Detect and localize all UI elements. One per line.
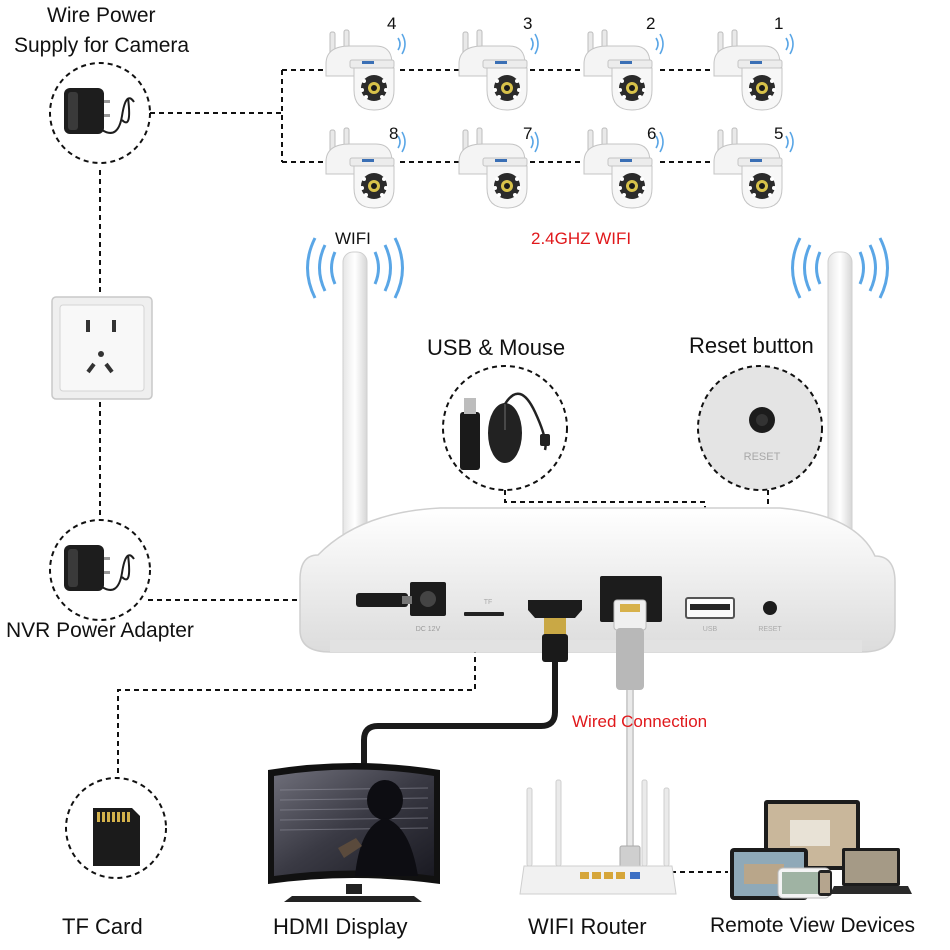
tf-card-zoom [65,777,167,879]
camera-number-1: 1 [774,14,784,33]
nvr-antenna-right [791,237,889,583]
camera-number-3: 3 [523,14,533,33]
usb-mouse-label: USB & Mouse [427,335,566,360]
dashed-links [99,69,769,873]
nvr-power-adapter [49,519,151,621]
wire-power-label-line1: Wire Power [47,4,156,27]
nvr-recorder: DC 12V TF USB RESET [299,507,896,875]
camera-1 [713,29,794,111]
wire-power-label-line2: Supply for Camera [14,34,190,57]
remote-view-devices-label: Remote View Devices [710,914,916,937]
wifi-router [519,779,677,895]
camera-number-7: 7 [523,124,533,143]
reset-button-label: Reset button [689,333,814,358]
camera-2 [583,29,664,111]
wifi-band-label: 2.4GHZ WIFI [531,229,632,248]
camera-number-6: 6 [647,124,657,143]
camera-number-8: 8 [389,124,399,143]
wall-socket [51,296,153,400]
hdmi-monitor [268,763,440,902]
camera-3 [458,29,539,111]
camera-power-adapter [49,62,151,164]
usb-mouse-zoom [442,365,568,491]
nvr-power-adapter-label: NVR Power Adapter [6,619,194,642]
wired-connection-label: Wired Connection [572,712,708,731]
wifi-router-label: WIFI Router [528,914,647,939]
usb-port-label: USB [703,626,718,633]
tf-card-label: TF Card [62,914,143,939]
reset-port-label: RESET [758,626,782,633]
camera-grid [325,29,794,209]
reset-zoom: RESET [697,365,823,491]
remote-view-devices [730,800,912,900]
reset-zoom-text: RESET [744,451,781,463]
camera-number-5: 5 [774,124,784,143]
wifi-label: WIFI [335,229,371,248]
camera-4 [325,29,406,111]
camera-number-4: 4 [387,14,397,33]
tf-port-label: TF [484,599,493,606]
camera-number-2: 2 [646,14,656,33]
dc-port-label: DC 12V [416,626,441,633]
hdmi-display-label: HDMI Display [273,914,408,939]
